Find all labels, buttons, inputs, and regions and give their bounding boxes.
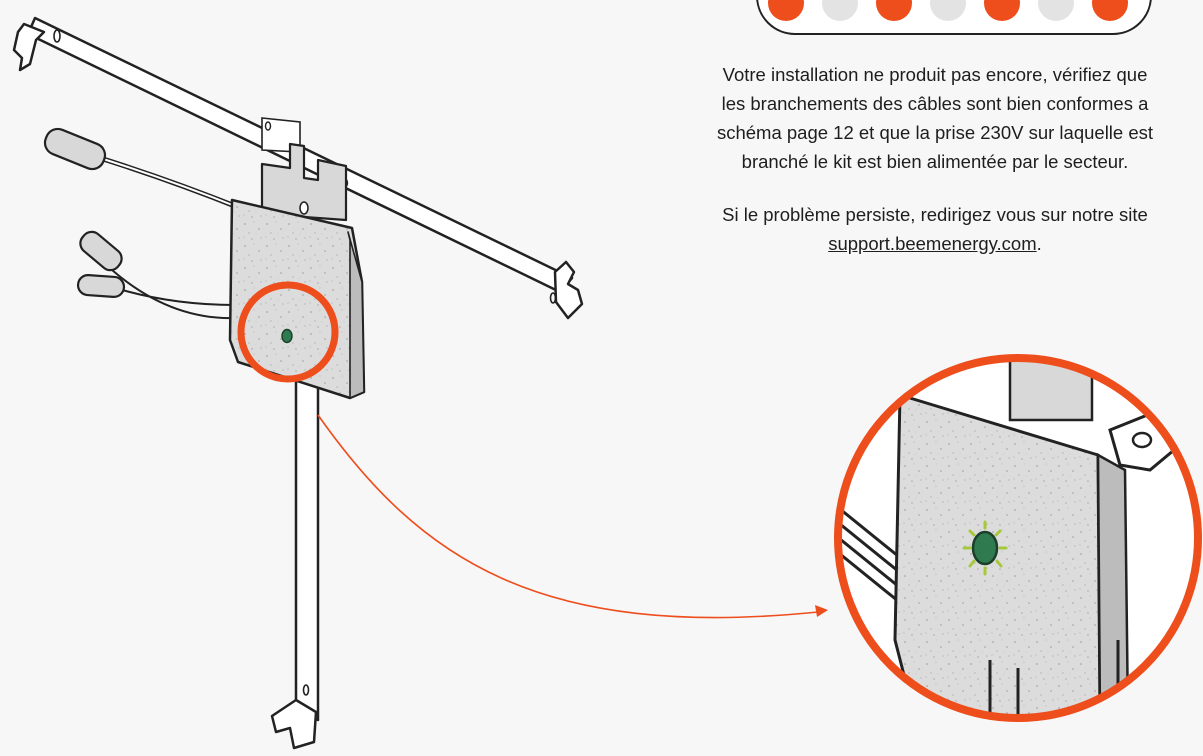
- green-led-icon-zoomed: [971, 530, 999, 566]
- highlight-circle: [237, 281, 339, 383]
- dc-cables: [43, 127, 241, 320]
- led-dots: [768, 0, 1128, 21]
- zoomed-detail: [834, 354, 1202, 722]
- instruction-line: Si le problème persiste, redirigez vous …: [722, 204, 1148, 225]
- instruction-paragraph-1: Votre installation ne produit pas encore…: [625, 60, 1203, 176]
- led-dot-off: [930, 0, 966, 21]
- green-led-icon: [281, 328, 293, 344]
- instruction-line: Votre installation ne produit pas encore…: [722, 64, 1148, 85]
- led-dot-on: [876, 0, 912, 21]
- led-dot-on: [768, 0, 804, 21]
- mounting-bracket-vertical: [270, 333, 320, 750]
- led-dot-on: [984, 0, 1020, 21]
- instruction-line: branché le kit est bien alimentée par le…: [741, 151, 1129, 172]
- instruction-paragraph-2: Si le problème persiste, redirigez vous …: [625, 200, 1203, 258]
- instruction-line: schéma page 12 et que la prise 230V sur …: [716, 122, 1154, 143]
- led-status-indicator: [756, 0, 1152, 35]
- led-dot-off: [822, 0, 858, 21]
- support-link[interactable]: support.beemenergy.com: [828, 233, 1037, 254]
- arrow-right-icon: [317, 414, 828, 619]
- led-dot-off: [1038, 0, 1074, 21]
- troubleshooting-text: Votre installation ne produit pas encore…: [625, 60, 1203, 258]
- led-dot-on: [1092, 0, 1128, 21]
- instruction-line: les branchements des câbles sont bien co…: [721, 93, 1149, 114]
- support-suffix: .: [1036, 233, 1042, 254]
